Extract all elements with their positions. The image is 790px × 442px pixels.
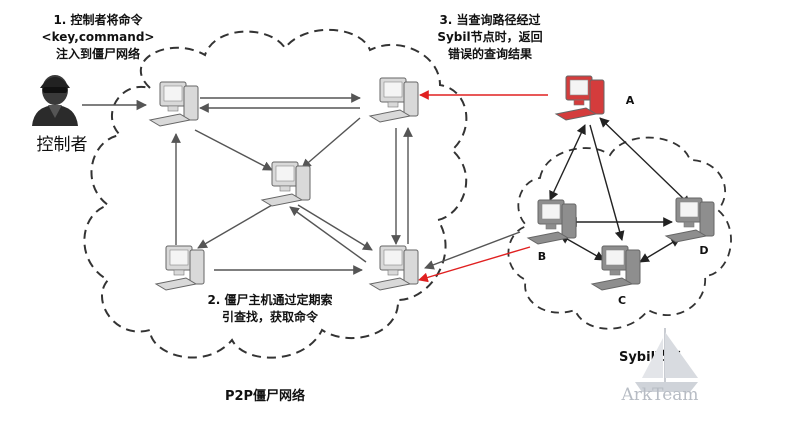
p2p-cloud-outline [83,28,468,359]
controller-label: 控制者 [36,135,88,155]
p2p-node-center-computer-icon [260,161,311,207]
p2p-network-label: P2P僵尸网络 [224,389,306,404]
p2p-edges [171,93,413,275]
hacker-icon [32,75,78,126]
arkteam-logo [635,328,698,392]
sybil-node-b-computer-icon [526,199,577,245]
node-d-label: D [699,244,709,257]
p2p-node-top-left-computer-icon [148,81,199,127]
p2p-node-bottom-left-computer-icon [154,245,205,291]
p2p-node-top-right-computer-icon [368,77,419,123]
p2p-node-bottom-right-computer-icon [368,245,419,291]
sybil-node-c-computer-icon [590,245,641,291]
sybil-edges [549,117,691,263]
watermark-text: ArkTeam [621,385,699,405]
step2-label: 2. 僵尸主机通过定期索 引查找，获取命令 [207,293,333,324]
sybil-node-d-computer-icon [664,197,715,243]
compromised-node-a-computer-icon [554,75,605,121]
node-c-label: C [617,294,627,307]
step1-label: 1. 控制者将命令 <key,command> 注入到僵尸网络 [41,13,155,61]
attack-arrows [418,90,548,283]
node-a-label: A [625,94,635,107]
node-b-label: B [537,250,547,263]
step3-label: 3. 当查询路径经过 Sybil节点时，返回 错误的查询结果 [437,13,543,61]
